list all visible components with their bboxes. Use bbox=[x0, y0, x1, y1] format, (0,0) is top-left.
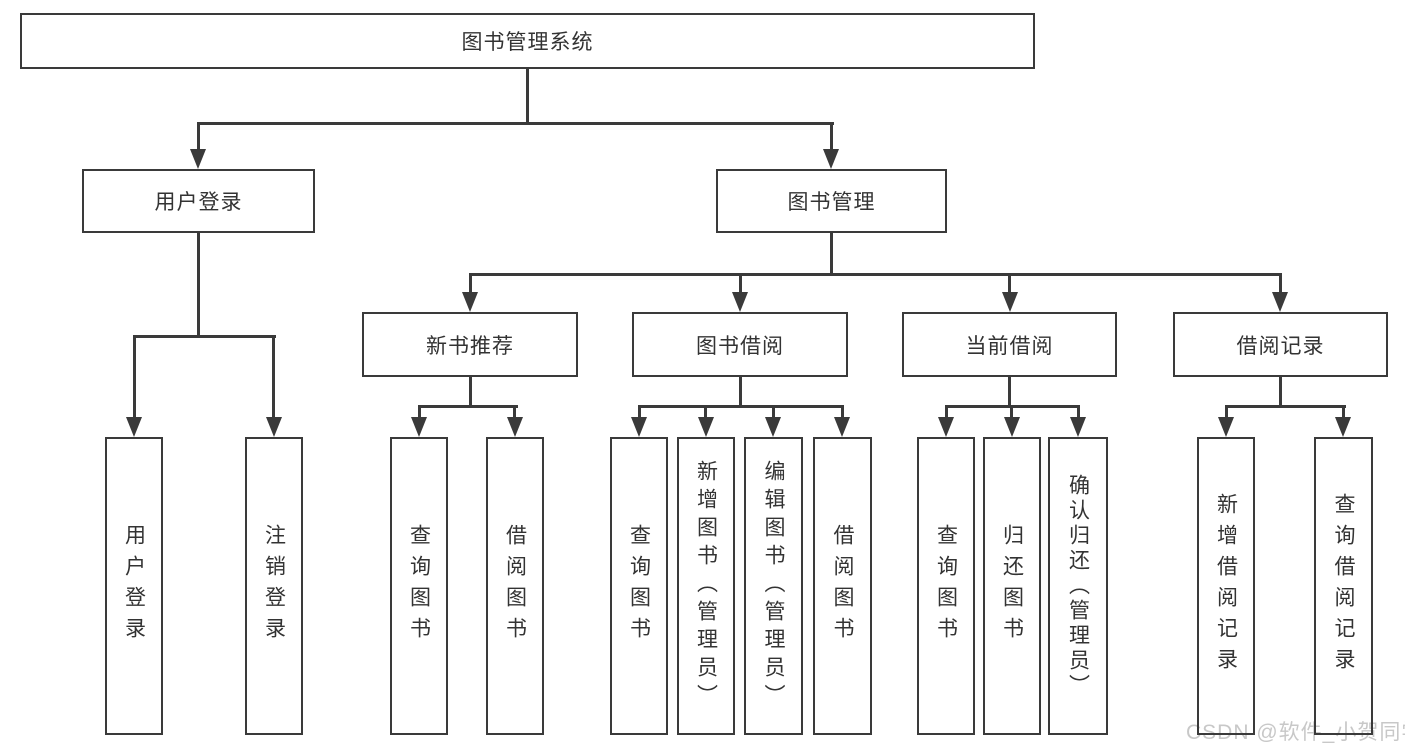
arrowhead-down-icon bbox=[823, 149, 839, 169]
arrowhead-down-icon bbox=[507, 417, 523, 437]
leaf-add-books-admin-label: 新增图书（管理员） bbox=[694, 460, 718, 712]
connector-line bbox=[739, 377, 742, 407]
arrowhead-down-icon bbox=[1218, 417, 1234, 437]
connector-line bbox=[638, 407, 641, 419]
arrowhead-down-icon bbox=[411, 417, 427, 437]
connector-line bbox=[945, 405, 1080, 408]
connector-line bbox=[1225, 407, 1228, 419]
leaf-user-login: 用户登录 bbox=[105, 437, 163, 735]
leaf-query-borrow-record: 查询借阅记录 bbox=[1314, 437, 1373, 735]
leaf-logout: 注销登录 bbox=[245, 437, 303, 735]
leaf-recommend-query-books: 查询图书 bbox=[390, 437, 448, 735]
node-borrow-record: 借阅记录 bbox=[1173, 312, 1388, 377]
arrowhead-down-icon bbox=[698, 417, 714, 437]
connector-line bbox=[739, 275, 742, 294]
node-current-borrow-label: 当前借阅 bbox=[965, 334, 1054, 358]
connector-line bbox=[469, 273, 1282, 276]
connector-line bbox=[1342, 407, 1345, 419]
connector-line bbox=[197, 233, 200, 337]
arrowhead-down-icon bbox=[938, 417, 954, 437]
arrowhead-down-icon bbox=[462, 292, 478, 312]
leaf-add-borrow-record-label: 新增借阅记录 bbox=[1214, 493, 1238, 679]
connector-line bbox=[841, 407, 844, 419]
leaf-return-books-label: 归还图书 bbox=[1000, 524, 1024, 648]
leaf-logout-label: 注销登录 bbox=[262, 524, 286, 648]
connector-line bbox=[513, 407, 516, 419]
connector-line bbox=[418, 407, 421, 419]
node-book-borrow-label: 图书借阅 bbox=[696, 334, 784, 358]
connector-line bbox=[830, 124, 833, 151]
connector-line bbox=[418, 405, 518, 408]
connector-line bbox=[945, 407, 948, 419]
leaf-add-books-admin: 新增图书（管理员） bbox=[677, 437, 735, 735]
arrowhead-down-icon bbox=[1002, 292, 1018, 312]
leaf-query-borrow-record-label: 查询借阅记录 bbox=[1332, 493, 1356, 679]
leaf-borrow-books-label: 借阅图书 bbox=[831, 524, 855, 648]
arrowhead-down-icon bbox=[1272, 292, 1288, 312]
arrowhead-down-icon bbox=[765, 417, 781, 437]
leaf-add-borrow-record: 新增借阅记录 bbox=[1197, 437, 1255, 735]
connector-line bbox=[1077, 407, 1080, 419]
node-user-login: 用户登录 bbox=[82, 169, 315, 233]
arrowhead-down-icon bbox=[190, 149, 206, 169]
node-root-label: 图书管理系统 bbox=[461, 31, 594, 54]
connector-line bbox=[638, 405, 844, 408]
leaf-confirm-return-admin-label: 确认归还（管理员） bbox=[1066, 473, 1090, 699]
leaf-borrow-query-books: 查询图书 bbox=[610, 437, 668, 735]
node-book-borrow: 图书借阅 bbox=[632, 312, 848, 377]
leaf-user-login-label: 用户登录 bbox=[122, 524, 146, 648]
leaf-recommend-borrow-books-label: 借阅图书 bbox=[503, 524, 527, 648]
connector-line bbox=[133, 337, 136, 419]
node-user-login-label: 用户登录 bbox=[154, 191, 243, 214]
connector-line bbox=[1279, 275, 1282, 294]
leaf-edit-books-admin-label: 编辑图书（管理员） bbox=[762, 460, 786, 712]
node-root: 图书管理系统 bbox=[20, 13, 1035, 69]
connector-line bbox=[469, 377, 472, 407]
node-new-book-recommend: 新书推荐 bbox=[362, 312, 578, 377]
node-book-management-label: 图书管理 bbox=[787, 191, 876, 214]
node-current-borrow: 当前借阅 bbox=[902, 312, 1117, 377]
arrowhead-down-icon bbox=[732, 292, 748, 312]
arrowhead-down-icon bbox=[1070, 417, 1086, 437]
arrowhead-down-icon bbox=[1004, 417, 1020, 437]
leaf-current-query-books: 查询图书 bbox=[917, 437, 975, 735]
leaf-borrow-books: 借阅图书 bbox=[813, 437, 872, 735]
arrowhead-down-icon bbox=[631, 417, 647, 437]
leaf-confirm-return-admin: 确认归还（管理员） bbox=[1048, 437, 1108, 735]
node-book-management: 图书管理 bbox=[716, 169, 947, 233]
connector-line bbox=[704, 407, 707, 419]
node-borrow-record-label: 借阅记录 bbox=[1236, 334, 1325, 358]
arrowhead-down-icon bbox=[834, 417, 850, 437]
leaf-recommend-query-books-label: 查询图书 bbox=[407, 524, 431, 648]
leaf-return-books: 归还图书 bbox=[983, 437, 1041, 735]
arrowhead-down-icon bbox=[126, 417, 142, 437]
leaf-borrow-query-books-label: 查询图书 bbox=[627, 524, 651, 648]
connector-line bbox=[1008, 275, 1011, 294]
arrowhead-down-icon bbox=[1335, 417, 1351, 437]
connector-line bbox=[1225, 405, 1346, 408]
connector-line bbox=[272, 337, 275, 419]
connector-line bbox=[830, 233, 833, 275]
connector-line bbox=[1008, 377, 1011, 407]
connector-line bbox=[526, 69, 529, 124]
connector-line bbox=[1279, 377, 1282, 407]
connector-line bbox=[197, 124, 200, 151]
leaf-edit-books-admin: 编辑图书（管理员） bbox=[744, 437, 803, 735]
node-new-book-recommend-label: 新书推荐 bbox=[426, 334, 514, 358]
arrowhead-down-icon bbox=[266, 417, 282, 437]
csdn-watermark: CSDN @软件_小贺同学 bbox=[1186, 721, 1405, 744]
connector-line bbox=[197, 122, 834, 125]
leaf-recommend-borrow-books: 借阅图书 bbox=[486, 437, 544, 735]
connector-line bbox=[1010, 407, 1013, 419]
connector-line bbox=[469, 275, 472, 294]
connector-line bbox=[772, 407, 775, 419]
leaf-current-query-books-label: 查询图书 bbox=[934, 524, 958, 648]
connector-line bbox=[133, 335, 276, 338]
